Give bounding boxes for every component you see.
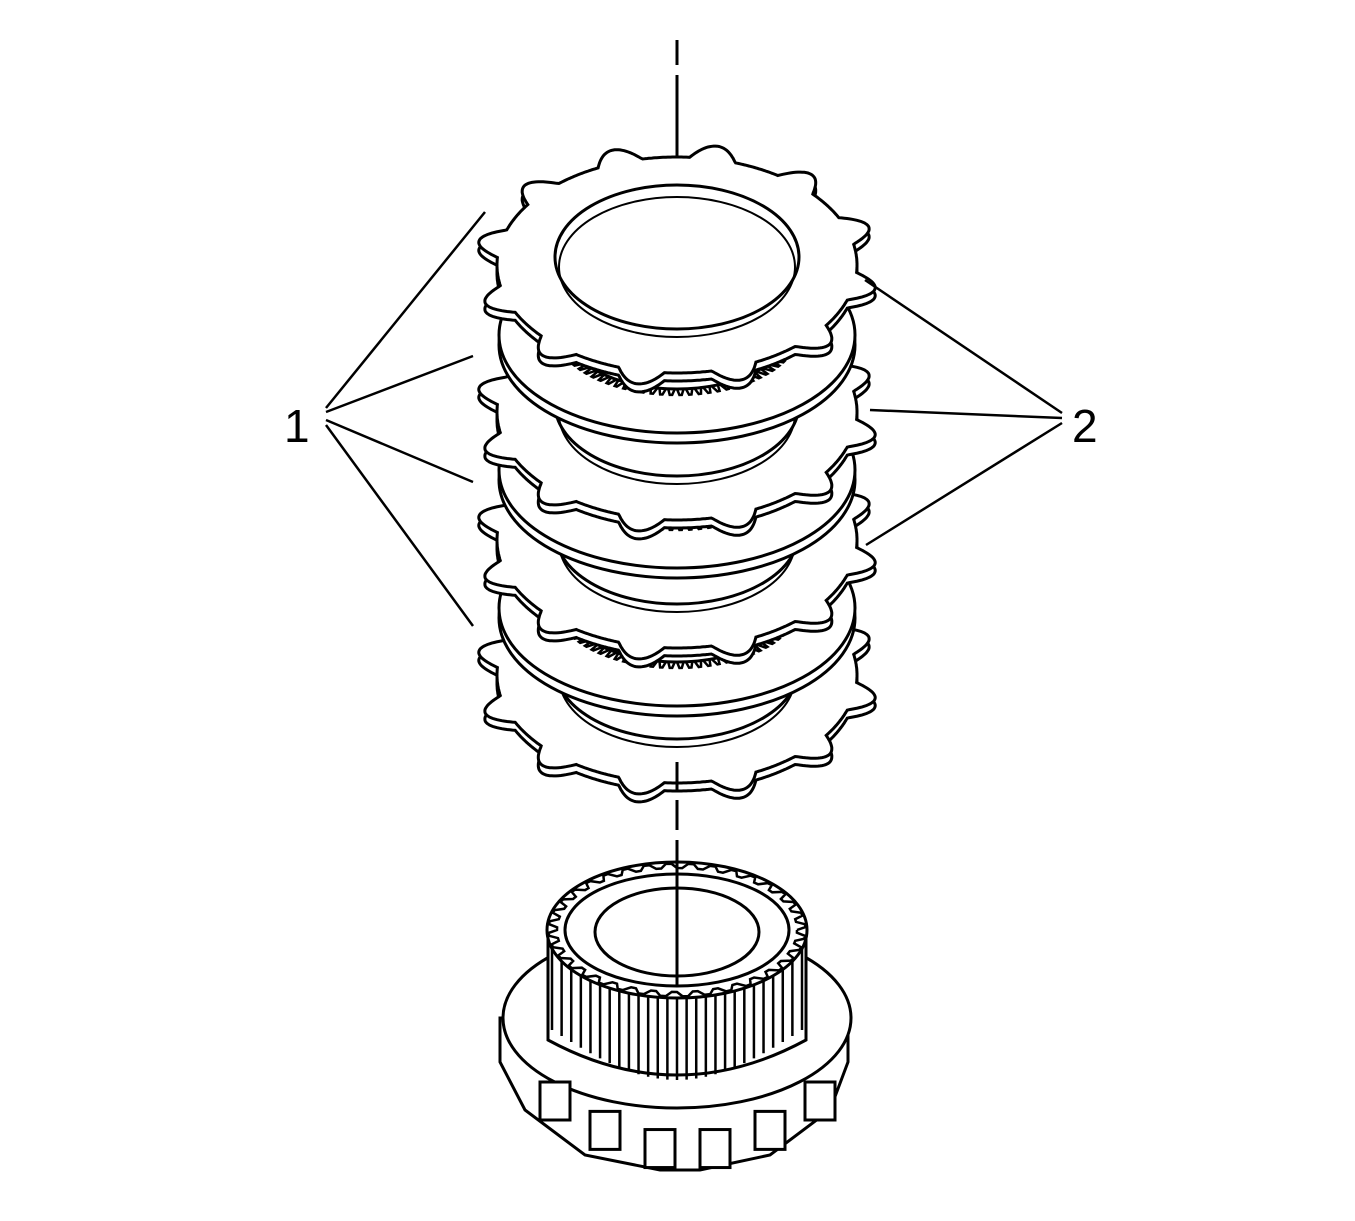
callout-label-2: 2 (1072, 400, 1098, 452)
leader-lines-2 (864, 278, 1063, 547)
clutch-hub (498, 840, 853, 1172)
leader-lines-1 (324, 211, 486, 627)
callout-label-1: 1 (284, 400, 310, 452)
hub-notch (698, 1128, 732, 1170)
hub-notch (643, 1128, 677, 1170)
hub-notch (753, 1109, 787, 1151)
hub-notch (588, 1109, 622, 1151)
steel-plate (477, 144, 877, 394)
hub-notch (538, 1080, 572, 1122)
plate-stack (477, 144, 877, 804)
hub-notch (803, 1080, 837, 1122)
